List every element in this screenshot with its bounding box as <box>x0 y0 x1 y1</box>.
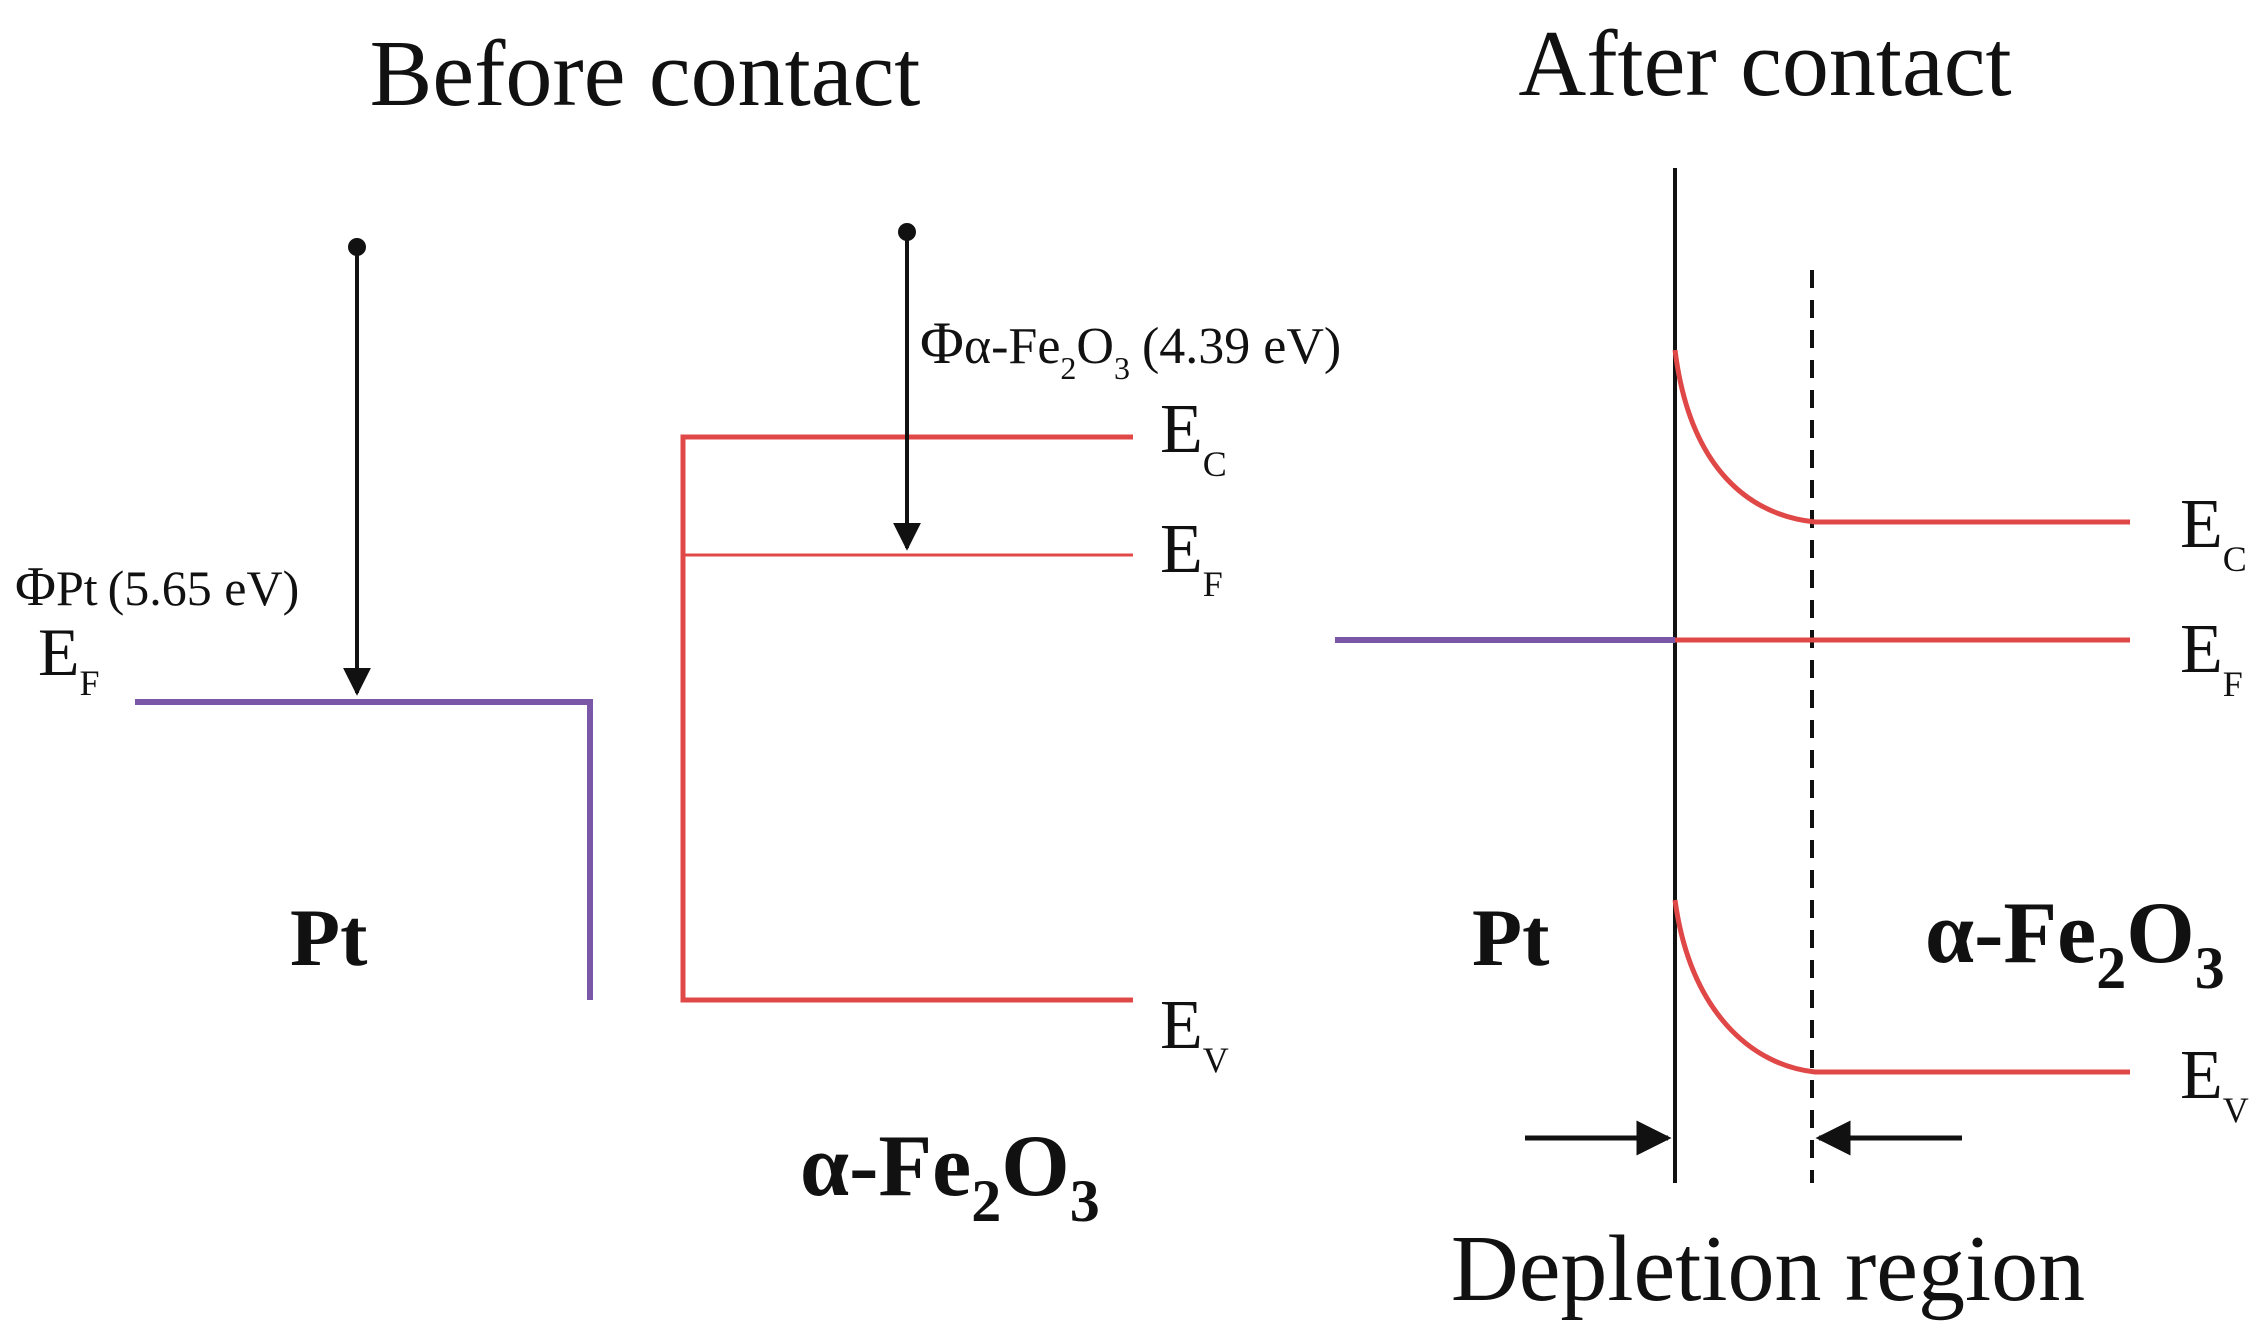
pt-fermi-level-label: EF <box>38 614 100 703</box>
pt-work-function-label: ΦPt(5.65 eV) <box>15 556 299 618</box>
pt-vacuum-dot <box>348 238 366 256</box>
after-valence-band <box>1672 899 2130 1075</box>
pt-metal-diagram: ΦPt(5.65 eV) EF Pt <box>15 238 593 1000</box>
after-valence-label: EV <box>2180 1037 2249 1130</box>
before-contact-title: Before contact <box>370 22 921 126</box>
after-contact-title: After contact <box>1518 12 2011 116</box>
fe2o3-fermi-label: EF <box>1160 511 1223 604</box>
after-conduction-label: EC <box>2180 486 2247 579</box>
fe2o3-conduction-label: EC <box>1160 391 1227 484</box>
fe2o3-material-label: α-Fe2O3 <box>800 1118 1100 1234</box>
before-contact-panel: Before contact ΦPt(5.65 eV) EF Pt Φα-Fe2 <box>15 22 1341 1234</box>
pt-material-label: Pt <box>290 892 367 983</box>
after-contact-panel: After contact EC EF EV Pt α-Fe2O3 Deplet… <box>1335 12 2249 1321</box>
fe2o3-semiconductor-diagram: Φα-Fe2O3(4.39 eV) EC EF EV α-Fe2O3 <box>680 223 1341 1234</box>
fe2o3-valence-label: EV <box>1160 987 1229 1080</box>
after-fermi-label: EF <box>2180 611 2243 704</box>
pt-fermi-level-line <box>135 699 593 1000</box>
after-pt-label: Pt <box>1472 892 1549 983</box>
depletion-region-label: Depletion region <box>1451 1217 2085 1321</box>
fe2o3-work-function-label: Φα-Fe2O3(4.39 eV) <box>920 310 1341 386</box>
after-conduction-band <box>1672 349 2130 525</box>
after-fe2o3-label: α-Fe2O3 <box>1925 885 2225 1001</box>
fe2o3-vacuum-dot <box>898 223 916 241</box>
